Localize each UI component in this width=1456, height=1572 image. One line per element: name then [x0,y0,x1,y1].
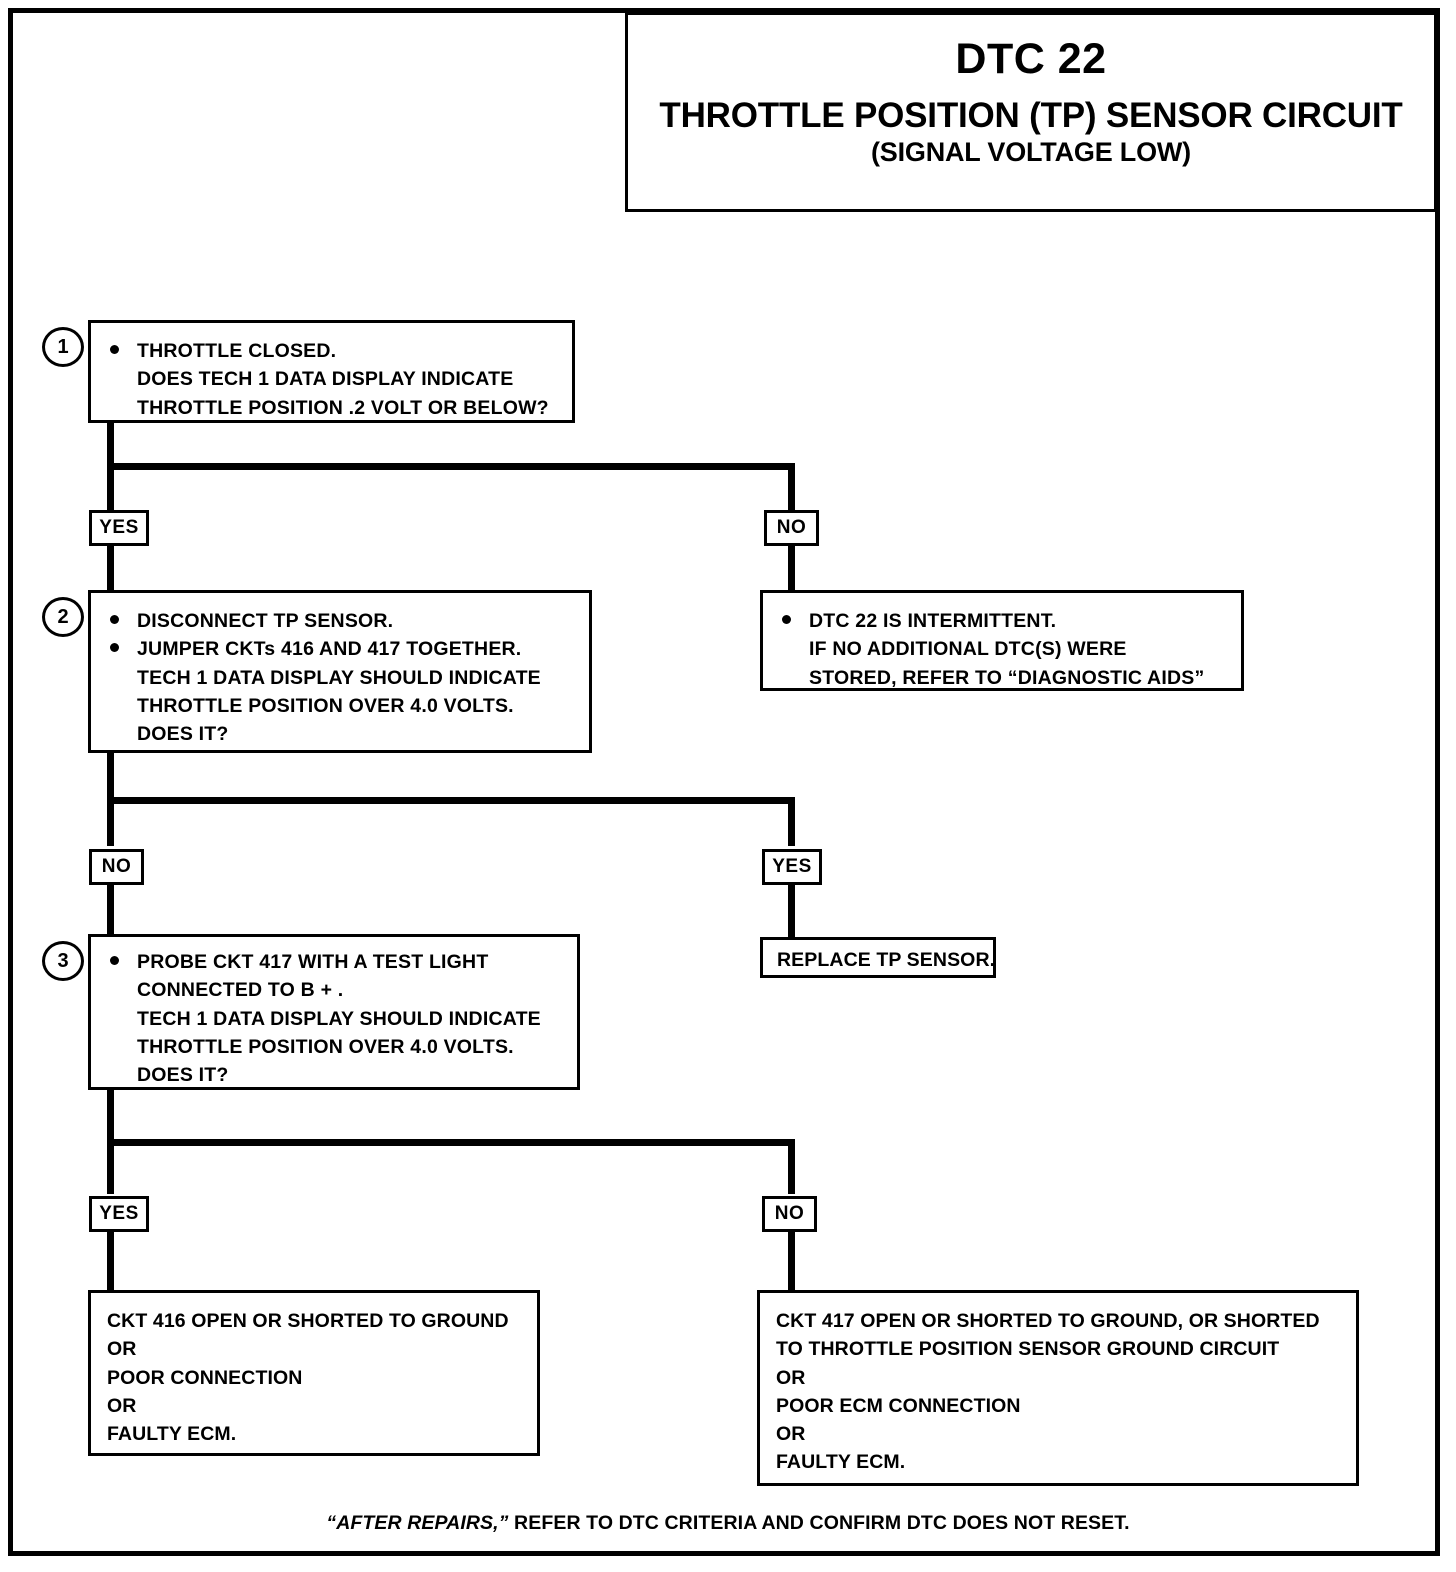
step-number-1: 1 [42,327,84,367]
connector-branch1-left-down [107,463,114,510]
ckt417-line-4: POOR ECM CONNECTION [776,1394,1021,1417]
intermittent-bullet-row: DTC 22 IS INTERMITTENT. IF NO ADDITIONAL… [763,607,1231,692]
connector-step1-down [107,423,114,470]
bullet-col [763,607,809,624]
bullet-col [91,635,137,653]
page-title: THROTTLE POSITION (TP) SENSOR CIRCUIT [659,96,1403,136]
connector-no2-to-step3 [107,885,114,935]
step-3-line-4: THROTTLE POSITION OVER 4.0 VOLTS. [137,1035,514,1058]
title-block: DTC 22 THROTTLE POSITION (TP) SENSOR CIR… [625,12,1437,212]
connector-branch3-left-down [107,1139,114,1194]
bullet-col [91,607,137,624]
connector-yes1-to-step2 [107,546,114,598]
ckt416-line-2: OR [107,1338,137,1361]
branch-label-no-2: NO [89,849,144,885]
step-2-line-5: DOES IT? [137,723,229,746]
step-number-2: 2 [42,597,84,637]
outcome-box-intermittent: DTC 22 IS INTERMITTENT. IF NO ADDITIONAL… [760,590,1244,691]
step-2-bullet-row-2: JUMPER CKTs 416 AND 417 TOGETHER. TECH 1… [91,635,579,748]
step-3-bullet-row: PROBE CKT 417 WITH A TEST LIGHT CONNECTE… [91,948,567,1089]
outcome-box-ckt416: CKT 416 OPEN OR SHORTED TO GROUND OR POO… [88,1290,540,1456]
branch-label-no-1: NO [764,510,819,546]
step-box-3: PROBE CKT 417 WITH A TEST LIGHT CONNECTE… [88,934,580,1090]
connector-yes2-to-replace [788,885,795,937]
page-border [8,8,1440,1556]
footer-note: “AFTER REPAIRS,” REFER TO DTC CRITERIA A… [0,1512,1456,1535]
page-subtitle: (SIGNAL VOLTAGE LOW) [871,137,1191,168]
intermittent-line-1: DTC 22 IS INTERMITTENT. [809,610,1057,632]
step-3-line-5: DOES IT? [137,1064,229,1087]
step-2-line-3: TECH 1 DATA DISPLAY SHOULD INDICATE [137,666,541,689]
ckt417-line-6: FAULTY ECM. [776,1451,906,1474]
branch-label-yes-3: YES [89,1196,149,1232]
connector-no3-to-ckt417 [788,1232,795,1290]
step-1-line-3: THROTTLE POSITION .2 VOLT OR BELOW? [137,396,549,419]
step-3-text: PROBE CKT 417 WITH A TEST LIGHT CONNECTE… [137,948,541,1089]
step-3-line-3: TECH 1 DATA DISPLAY SHOULD INDICATE [137,1007,541,1030]
step-2-line-4: THROTTLE POSITION OVER 4.0 VOLTS. [137,694,514,717]
step-3-line-2: CONNECTED TO B + . [137,979,344,1002]
connector-branch2-horizontal [107,797,795,804]
step-1-text: THROTTLE CLOSED. DOES TECH 1 DATA DISPLA… [137,337,549,422]
bullet-icon [109,643,119,653]
ckt416-line-4: OR [107,1394,137,1417]
ckt417-line-2: TO THROTTLE POSITION SENSOR GROUND CIRCU… [776,1338,1280,1361]
intermittent-line-3: STORED, REFER TO “DIAGNOSTIC AIDS” [809,666,1205,689]
footer-rest: REFER TO DTC CRITERIA AND CONFIRM DTC DO… [508,1512,1130,1534]
connector-step2-down [107,753,114,800]
step-2-line-2: JUMPER CKTs 416 AND 417 TOGETHER. [137,638,522,661]
bullet-icon [109,956,119,965]
step-2-bullet-row-1: DISCONNECT TP SENSOR. [91,607,579,635]
connector-branch1-right-down [788,463,795,510]
bullet-col [91,337,137,354]
ckt417-line-3: OR [776,1366,806,1389]
branch-label-no-3: NO [762,1196,817,1232]
bullet-col [91,948,137,965]
step-1-bullet-row: THROTTLE CLOSED. DOES TECH 1 DATA DISPLA… [91,337,562,422]
connector-branch3-right-down [788,1139,795,1194]
connector-branch1-horizontal [107,463,795,470]
ckt416-line-1: CKT 416 OPEN OR SHORTED TO GROUND [107,1310,509,1332]
replace-sensor-line-1: REPLACE TP SENSOR. [777,949,996,971]
ckt416-line-3: POOR CONNECTION [107,1366,303,1389]
step-box-1: THROTTLE CLOSED. DOES TECH 1 DATA DISPLA… [88,320,575,423]
step-2-text: JUMPER CKTs 416 AND 417 TOGETHER. TECH 1… [137,635,541,748]
outcome-box-ckt417: CKT 417 OPEN OR SHORTED TO GROUND, OR SH… [757,1290,1359,1486]
branch-label-yes-2: YES [762,849,822,885]
step-1-line-2: DOES TECH 1 DATA DISPLAY INDICATE [137,368,514,391]
step-2-line-1: DISCONNECT TP SENSOR. [137,610,394,632]
outcome-box-replace-sensor: REPLACE TP SENSOR. [760,937,996,978]
connector-step3-down [107,1090,114,1142]
connector-no1-to-intermittent [788,546,795,590]
bullet-icon [109,615,119,624]
ckt417-line-5: OR [776,1423,806,1446]
step-1-line-1: THROTTLE CLOSED. [137,340,337,362]
intermittent-line-2: IF NO ADDITIONAL DTC(S) WERE [809,638,1127,661]
footer-emphasis: “AFTER REPAIRS,” [326,1512,509,1534]
step-3-line-1: PROBE CKT 417 WITH A TEST LIGHT [137,951,489,973]
bullet-icon [781,615,791,624]
connector-branch2-left-down [107,797,114,846]
bullet-icon [109,345,119,354]
step-box-2: DISCONNECT TP SENSOR. JUMPER CKTs 416 AN… [88,590,592,753]
step-number-3: 3 [42,941,84,981]
branch-label-yes-1: YES [89,510,149,546]
connector-yes3-to-ckt416 [107,1232,114,1290]
dtc-code: DTC 22 [955,35,1107,83]
ckt417-line-1: CKT 417 OPEN OR SHORTED TO GROUND, OR SH… [776,1310,1320,1332]
ckt416-line-5: FAULTY ECM. [107,1423,237,1446]
connector-branch3-horizontal [107,1139,795,1146]
connector-branch2-right-down [788,797,795,846]
intermittent-text: DTC 22 IS INTERMITTENT. IF NO ADDITIONAL… [809,607,1204,692]
